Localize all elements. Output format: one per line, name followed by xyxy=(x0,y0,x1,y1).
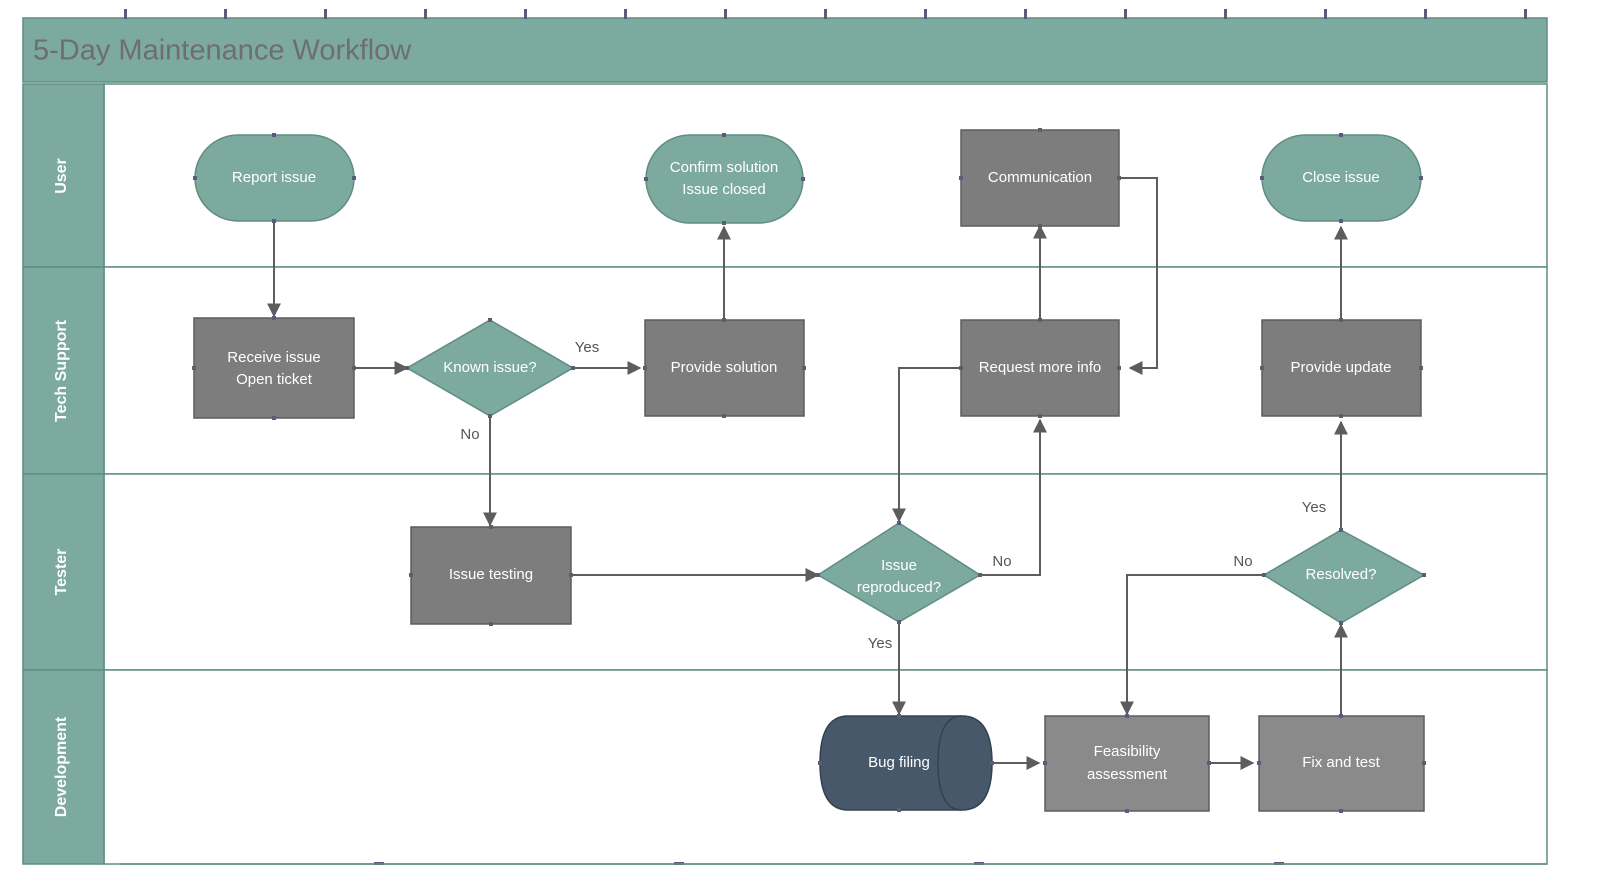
node-label-confirm-solution-line2: Issue closed xyxy=(682,181,765,198)
edge-label-issue-reproduced-yes: Yes xyxy=(868,635,892,652)
edge-label-resolved-no: No xyxy=(1233,553,1252,570)
connector-communication-to-request-more-info[interactable] xyxy=(1119,177,1158,375)
lane-label-development: Development xyxy=(53,716,70,817)
node-feasibility-assessment[interactable]: Feasibility assessment xyxy=(1043,714,1211,813)
connectors xyxy=(267,177,1348,770)
pool-title-bar xyxy=(22,17,1548,83)
node-communication[interactable]: Communication xyxy=(959,128,1121,228)
lane-header-tech-support[interactable] xyxy=(22,266,105,475)
node-close-issue[interactable]: Close issue xyxy=(1260,133,1423,223)
edge-label-known-issue-yes: Yes xyxy=(575,339,599,356)
node-label-confirm-solution-line1: Confirm solution xyxy=(670,159,778,176)
edge-label-issue-reproduced-no: No xyxy=(992,553,1011,570)
node-label-communication: Communication xyxy=(988,169,1092,186)
node-request-more-info[interactable]: Request more info xyxy=(959,318,1121,418)
node-confirm-solution[interactable]: Confirm solution Issue closed xyxy=(644,133,805,225)
node-label-report-issue: Report issue xyxy=(232,169,316,186)
node-label-feasibility-line2: assessment xyxy=(1087,766,1168,783)
edge-label-known-issue-no: No xyxy=(460,426,479,443)
node-label-provide-update: Provide update xyxy=(1291,359,1392,376)
node-report-issue[interactable]: Report issue xyxy=(193,133,356,223)
node-fix-and-test[interactable]: Fix and test xyxy=(1257,714,1426,813)
node-provide-solution[interactable]: Provide solution xyxy=(643,318,806,418)
lane-header-development[interactable] xyxy=(22,669,105,865)
node-bug-filing[interactable]: Bug filing xyxy=(818,714,994,812)
canvas-selection-ticks xyxy=(120,9,1547,865)
node-label-request-more-info: Request more info xyxy=(979,359,1102,376)
node-label-feasibility-line1: Feasibility xyxy=(1094,743,1161,760)
node-label-bug-filing: Bug filing xyxy=(868,754,930,771)
lane-label-tech-support: Tech Support xyxy=(53,319,70,422)
node-label-issue-reproduced-line2: reproduced? xyxy=(857,579,941,596)
lane-label-tester: Tester xyxy=(53,549,70,596)
lane-header-tester[interactable] xyxy=(22,473,105,671)
node-label-fix-and-test: Fix and test xyxy=(1302,754,1380,771)
node-label-issue-testing: Issue testing xyxy=(449,566,533,583)
node-label-issue-reproduced-line1: Issue xyxy=(881,557,917,574)
lane-label-user: User xyxy=(53,158,70,194)
page-title: 5-Day Maintenance Workflow xyxy=(33,35,412,67)
edge-label-resolved-yes: Yes xyxy=(1302,499,1326,516)
node-known-issue[interactable]: Known issue? xyxy=(405,318,575,418)
node-label-known-issue: Known issue? xyxy=(443,359,536,376)
connector-resolved-no-to-feasibility-assessment[interactable] xyxy=(1120,574,1264,716)
node-label-receive-issue-line1: Receive issue xyxy=(227,349,320,366)
node-issue-testing[interactable]: Issue testing xyxy=(409,525,573,626)
node-label-close-issue: Close issue xyxy=(1302,169,1380,186)
node-label-receive-issue-line2: Open ticket xyxy=(236,371,313,388)
connector-request-more-info-to-issue-reproduced[interactable] xyxy=(892,367,960,523)
connector-issue-reproduced-no-to-request-more-info[interactable] xyxy=(980,418,1047,576)
node-receive-issue[interactable]: Receive issue Open ticket xyxy=(192,316,356,420)
node-label-resolved: Resolved? xyxy=(1306,566,1377,583)
edge-labels: Yes No No Yes No Yes xyxy=(460,339,1326,652)
node-resolved[interactable]: Resolved? xyxy=(1262,528,1426,625)
node-label-provide-solution: Provide solution xyxy=(671,359,778,376)
node-issue-reproduced[interactable]: Issue reproduced? xyxy=(816,521,982,624)
node-provide-update[interactable]: Provide update xyxy=(1260,318,1423,418)
